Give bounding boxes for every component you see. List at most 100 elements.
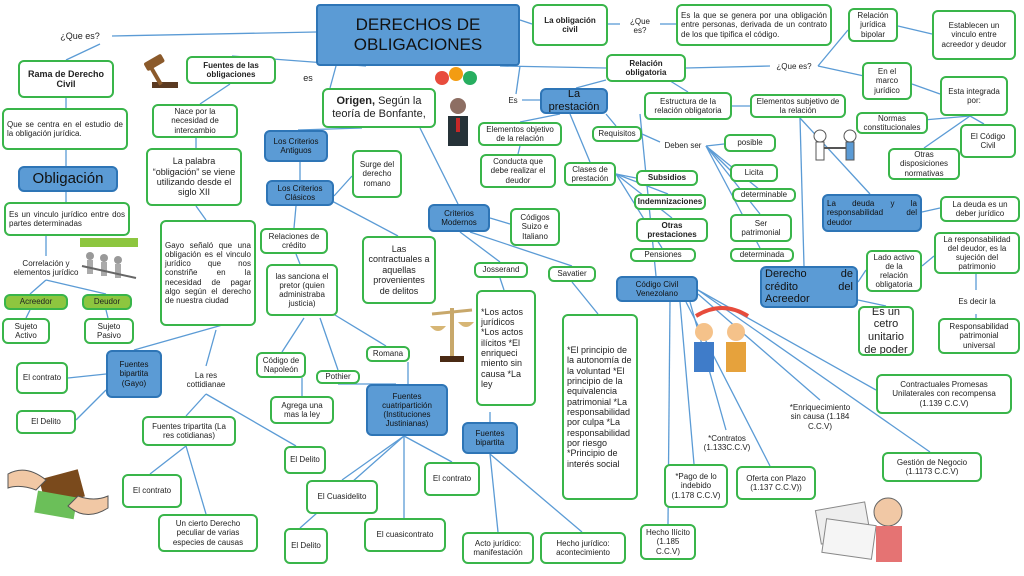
el-delito-node-3: El Delito: [284, 528, 328, 564]
establecen-node: Establecen un vinculo entre acreedor y d…: [932, 10, 1016, 60]
connector-line: [489, 217, 511, 225]
codigo-napoleon-node: Código de Napoleón: [256, 352, 306, 378]
res-cottidianae-label: La res cottidianae: [186, 370, 226, 389]
connector-line: [149, 445, 187, 475]
obligacion-node: Obligación: [18, 166, 118, 192]
surge-node: Surge del derecho romano: [352, 150, 402, 198]
connector-line: [517, 145, 521, 155]
pago-indebido-node: *Pago de lo indebido (1.178 C.C.V): [664, 464, 728, 508]
connector-line: [293, 205, 297, 229]
responsabilidad-universal-node: Responsabilidad patrimonial universal: [938, 318, 1020, 354]
connector-line: [295, 253, 301, 265]
sujeto-pasivo-node: Sujeto Pasivo: [84, 318, 134, 344]
obligacion-civil-node: La obligación civil: [532, 4, 608, 46]
promesas-unilaterales-node: Contractuales Promesas Unilaterales con …: [876, 374, 1012, 414]
connector-line: [921, 207, 941, 213]
connector-line: [459, 231, 501, 263]
origen-node: Origen, Según la teoría de Bonfante,: [322, 88, 436, 128]
normas-constitucionales-node: Normas constitucionales: [856, 112, 928, 134]
stick-figures-icon: [813, 129, 857, 161]
criterios-clasicos-node: Los Criterios Clásicos: [266, 180, 334, 206]
sanciona-node: las sanciona el pretor (quien administra…: [266, 264, 338, 316]
businessman-icons-icon: [435, 67, 477, 146]
romana-node: Romana: [366, 346, 410, 362]
connector-line: [403, 435, 453, 463]
connector-line: [195, 205, 207, 221]
el-contrato-node-1: El contrato: [16, 362, 68, 394]
es-decir-label: Es decir la: [958, 297, 996, 307]
el-contrato-node-2: El contrato: [122, 474, 182, 508]
nace-node: Nace por la necesidad de intercambio: [152, 104, 238, 138]
clases-prestacion-node: Clases de prestación: [564, 162, 616, 186]
connector-line: [641, 133, 661, 143]
licita-node: Licita: [730, 164, 778, 182]
centra-node: Que se centra en el estudio de la obliga…: [2, 108, 128, 150]
elementos-objetivo-node: Elementos objetivo de la relación: [478, 122, 562, 146]
posible-node: posible: [724, 134, 776, 152]
criterios-antiguos-node: Los Criterios Antiguos: [264, 130, 328, 162]
agrega-node: Agrega una mas la ley: [270, 396, 334, 424]
cierto-derecho-node: Un cierto Derecho peculiar de varias esp…: [158, 514, 258, 552]
deuda-responsabilidad-node: La deuda y la responsabilidad del deudor: [822, 194, 922, 232]
correlacion-label: Correlación y elementos jurídico: [13, 258, 79, 277]
connector-line: [489, 453, 499, 533]
acreedor-node: Acreedor: [4, 294, 68, 310]
connector-line: [65, 43, 101, 61]
requisitos-node: Requisitos: [592, 126, 642, 142]
gavel-icon: [144, 54, 178, 88]
conducta-node: Conducta que debe realizar el deudor: [480, 154, 556, 188]
connector-line: [185, 393, 207, 417]
connector-line: [921, 255, 935, 267]
el-delito-node-1: El Delito: [16, 410, 76, 434]
vinculo-node: Es un vinculo jurídico entre dos partes …: [4, 202, 130, 236]
relacion-bipolar-node: Relación jurídica bipolar: [848, 8, 898, 42]
integrada-node: Esta integrada por:: [940, 76, 1008, 116]
justice-scale-icon: [430, 308, 474, 362]
connector-line: [205, 329, 217, 367]
connector-line: [499, 65, 607, 69]
hecho-ilicito-node: Hecho Ilícito (1.185 C.C.V): [640, 524, 696, 560]
connector-line: [799, 117, 805, 267]
determinada-node: determinada: [730, 248, 794, 262]
cuasicontrato-node: El cuasicontrato: [364, 518, 446, 552]
connector-line: [519, 113, 561, 123]
acto-juridico-node: Acto jurídico: manifestación: [462, 532, 534, 564]
connector-line: [329, 65, 337, 89]
connector-line: [519, 19, 533, 25]
prestacion-node: La prestación: [540, 88, 608, 114]
subsidios-node: Subsidios: [636, 170, 698, 186]
estructura-node: Estructura de la relación obligatoria: [644, 92, 732, 120]
enriquecimiento-label: *Enriquecimiento sin causa (1.184 C.C.V): [789, 403, 851, 431]
connector-line: [605, 113, 617, 127]
fuentes-tripartita-node: Fuentes tripartita (La res cotidianas): [142, 416, 236, 446]
connector-line: [499, 277, 505, 291]
deuda-deber-node: La deuda es un deber jurídico: [940, 196, 1020, 222]
connector-line: [105, 309, 109, 319]
connector-line: [615, 173, 637, 179]
relaciones-credito-node: Relaciones de crédito: [260, 228, 328, 254]
responsabilidad-deudor-node: La responsabilidad del deudor, es la suj…: [934, 232, 1020, 274]
el-contrato-node-3: El contrato: [424, 462, 480, 496]
contratos-label: *Contratos (1.133C.C.V): [703, 433, 751, 452]
connector-line: [319, 317, 339, 371]
elementos-subjetivo-node: Elementos subjetivo de la relación: [750, 94, 846, 118]
connector-line: [333, 175, 353, 197]
otras-disposiciones-node: Otras disposiciones normativas: [888, 148, 960, 180]
definicion-obligacion-node: Es la que se genera por una obligación e…: [676, 4, 832, 46]
connector-line: [341, 435, 405, 481]
deudor-node: Deudor: [82, 294, 132, 310]
savatier-node: Savatier: [548, 266, 596, 282]
rama-node: Rama de Derecho Civil: [18, 60, 114, 98]
connector-line: [29, 279, 47, 295]
connector-line: [185, 445, 207, 515]
codigos-node: Códigos Suizo e Italiano: [510, 208, 560, 246]
connector-line: [329, 199, 399, 237]
fuentes-bipartita-node: Fuentes bipartita: [462, 422, 518, 454]
fuentes-cuatriparticion-node: Fuentes cuatripartición (Instituciones J…: [366, 384, 448, 436]
origen-rest: Según la teoría de Bonfante,: [332, 95, 426, 120]
connector-line: [67, 373, 107, 379]
codigo-civil-node: El Código Civil: [960, 124, 1016, 158]
es-label-2: Es: [508, 96, 518, 106]
que-es-label-3: ¿Que es?: [776, 62, 812, 72]
origen-bold: Origen,: [336, 95, 376, 108]
